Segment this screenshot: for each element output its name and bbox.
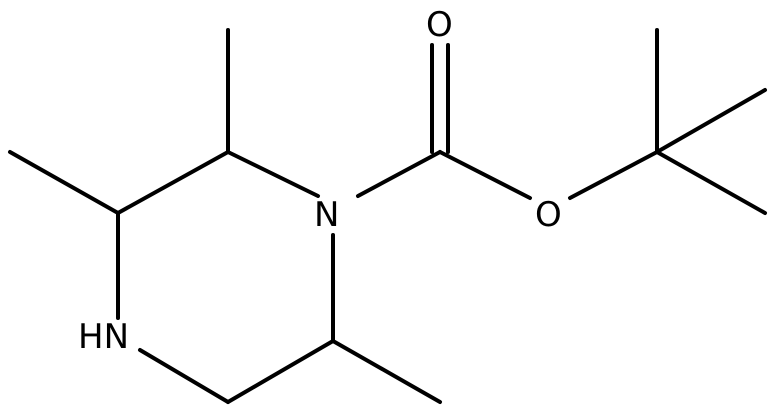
bond-oester-tbu [568, 150, 659, 200]
bond-tbu-methyl-down [655, 150, 767, 215]
bond-c2-c3 [116, 150, 230, 215]
atom-label-o-ester: O [533, 195, 564, 235]
atom-label-o-carbonyl: O [424, 5, 455, 45]
bond-c5-c6 [226, 339, 335, 404]
bond-n1-carbonyl [356, 150, 442, 198]
atom-label-n1: N [312, 195, 342, 235]
bond-n4-c5 [138, 348, 230, 404]
bond-c3-methyl [8, 150, 120, 215]
atom-label-nh: HN [76, 317, 131, 357]
bond-tbu-methyl-right [655, 88, 767, 154]
bond-carbonyl-oester [438, 150, 532, 200]
bond-n1-c2 [226, 150, 320, 198]
bond-c6-methyl [331, 339, 442, 404]
